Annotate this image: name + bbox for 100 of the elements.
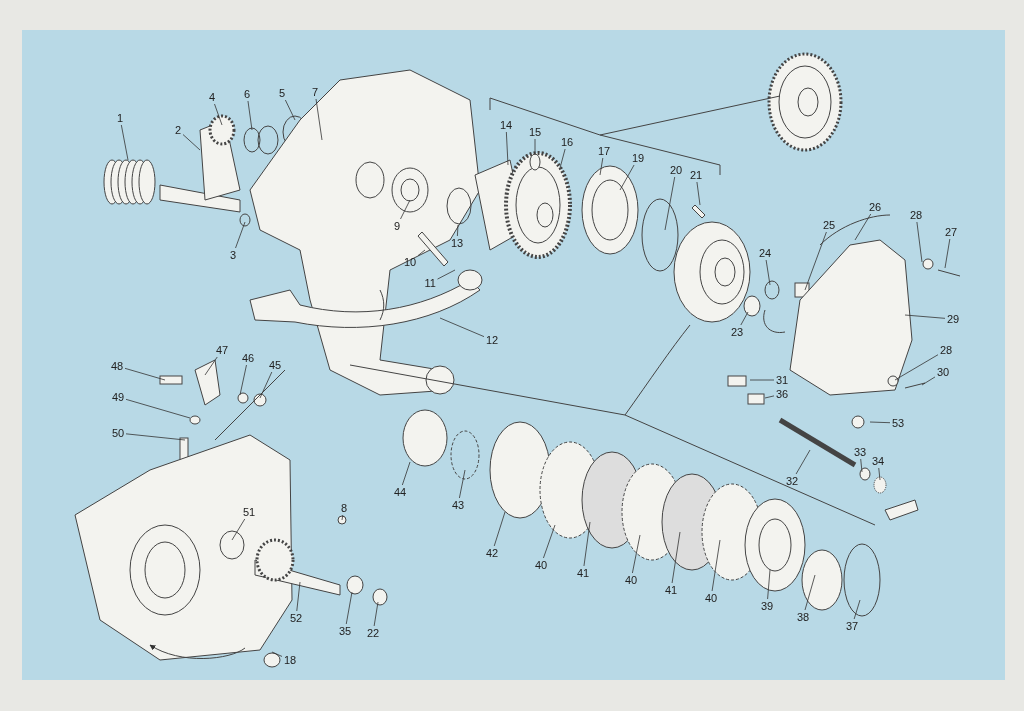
callout-number: 3 (229, 249, 238, 261)
leader-line (916, 221, 923, 263)
callout-number: 48 (110, 360, 125, 372)
leader-line (696, 181, 701, 206)
callout-number: 2 (174, 124, 183, 136)
leader-line (804, 231, 827, 291)
callout-number: 5 (278, 87, 287, 99)
leader-line (583, 521, 591, 567)
callout-number: 9 (393, 220, 402, 232)
leader-line (345, 591, 353, 625)
leader-line (765, 259, 771, 286)
callout-number: 18 (283, 654, 298, 666)
leader-line (296, 581, 301, 612)
leader-line (373, 601, 379, 627)
callout-number: 42 (485, 547, 500, 559)
callout-number: 41 (576, 567, 591, 579)
leader-line (795, 449, 811, 475)
callout-number: 24 (758, 247, 773, 259)
callout-number: 51 (242, 506, 257, 518)
leader-line (439, 317, 485, 337)
leader-line (878, 467, 881, 481)
callout-number: 28 (909, 209, 924, 221)
callout-number: 21 (689, 169, 704, 181)
callout-number: 40 (704, 592, 719, 604)
leader-line (204, 356, 218, 376)
leader-line (125, 398, 191, 419)
leader-line (124, 367, 166, 381)
callout-number: 8 (340, 502, 349, 514)
callout-number: 11 (423, 277, 437, 289)
leader-line (457, 224, 459, 237)
leader-line (247, 100, 253, 131)
callout-number: 34 (871, 455, 886, 467)
callout-number: 23 (730, 326, 745, 338)
leader-line (417, 249, 426, 256)
leader-line (505, 131, 509, 166)
leader-line (401, 461, 411, 486)
leader-line (284, 99, 296, 121)
callout-number: 32 (785, 475, 800, 487)
callout-number: 20 (669, 164, 684, 176)
leader-line (235, 221, 246, 249)
leader-line (493, 511, 506, 547)
callout-number: 36 (775, 388, 790, 400)
callout-number: 44 (393, 486, 408, 498)
callout-number: 46 (241, 352, 256, 364)
leader-line (854, 213, 872, 241)
callout-number: 37 (845, 620, 860, 632)
callout-number: 38 (796, 611, 811, 623)
leader-line (599, 157, 604, 176)
callout-number: 13 (450, 237, 465, 249)
callout-number: 39 (760, 600, 775, 612)
callout-number: 28 (939, 344, 954, 356)
callout-number: 29 (946, 313, 961, 325)
callout-number: 1 (116, 112, 125, 124)
callout-number: 49 (111, 391, 126, 403)
callout-number: 22 (366, 627, 381, 639)
leader-line (619, 164, 635, 191)
callout-number: 31 (775, 374, 790, 386)
callout-number: 26 (868, 201, 883, 213)
leader-line (740, 311, 749, 326)
leader-line (259, 371, 273, 399)
callout-number: 4 (208, 91, 217, 103)
callout-number: 17 (597, 145, 612, 157)
callout-number: 19 (631, 152, 646, 164)
callout-number: 25 (822, 219, 837, 231)
leader-line (459, 469, 466, 499)
callout-number: 35 (338, 625, 353, 637)
leader-line (749, 379, 775, 381)
callout-number: 52 (289, 612, 304, 624)
leader-line (341, 514, 344, 521)
leader-line (543, 524, 556, 559)
leader-line (869, 421, 891, 424)
leader-line (853, 599, 861, 620)
leader-line (400, 199, 411, 220)
callout-number: 16 (560, 136, 575, 148)
callout-number: 6 (243, 88, 252, 100)
callout-number: 7 (311, 86, 320, 98)
leader-line (182, 134, 201, 151)
leader-line (671, 531, 681, 584)
leader-line (214, 103, 223, 126)
callout-number: 47 (215, 344, 230, 356)
leader-line (664, 176, 676, 231)
callout-number: 41 (664, 584, 679, 596)
leader-line (231, 518, 246, 541)
callout-number: 27 (944, 226, 959, 238)
leader-line (921, 376, 936, 386)
leader-line (239, 364, 247, 396)
leader-line (437, 269, 456, 280)
leader-line (944, 238, 951, 269)
leader-line (120, 124, 129, 161)
leader-line (534, 138, 536, 156)
callout-number: 50 (111, 427, 126, 439)
leader-line (271, 651, 283, 657)
leader-line (894, 354, 939, 381)
leader-line (711, 539, 721, 592)
callout-number: 12 (485, 334, 500, 346)
callout-number: 30 (936, 366, 951, 378)
callout-number: 40 (534, 559, 549, 571)
callout-number: 33 (853, 446, 868, 458)
callout-number: 43 (451, 499, 466, 511)
callout-number: 45 (268, 359, 283, 371)
